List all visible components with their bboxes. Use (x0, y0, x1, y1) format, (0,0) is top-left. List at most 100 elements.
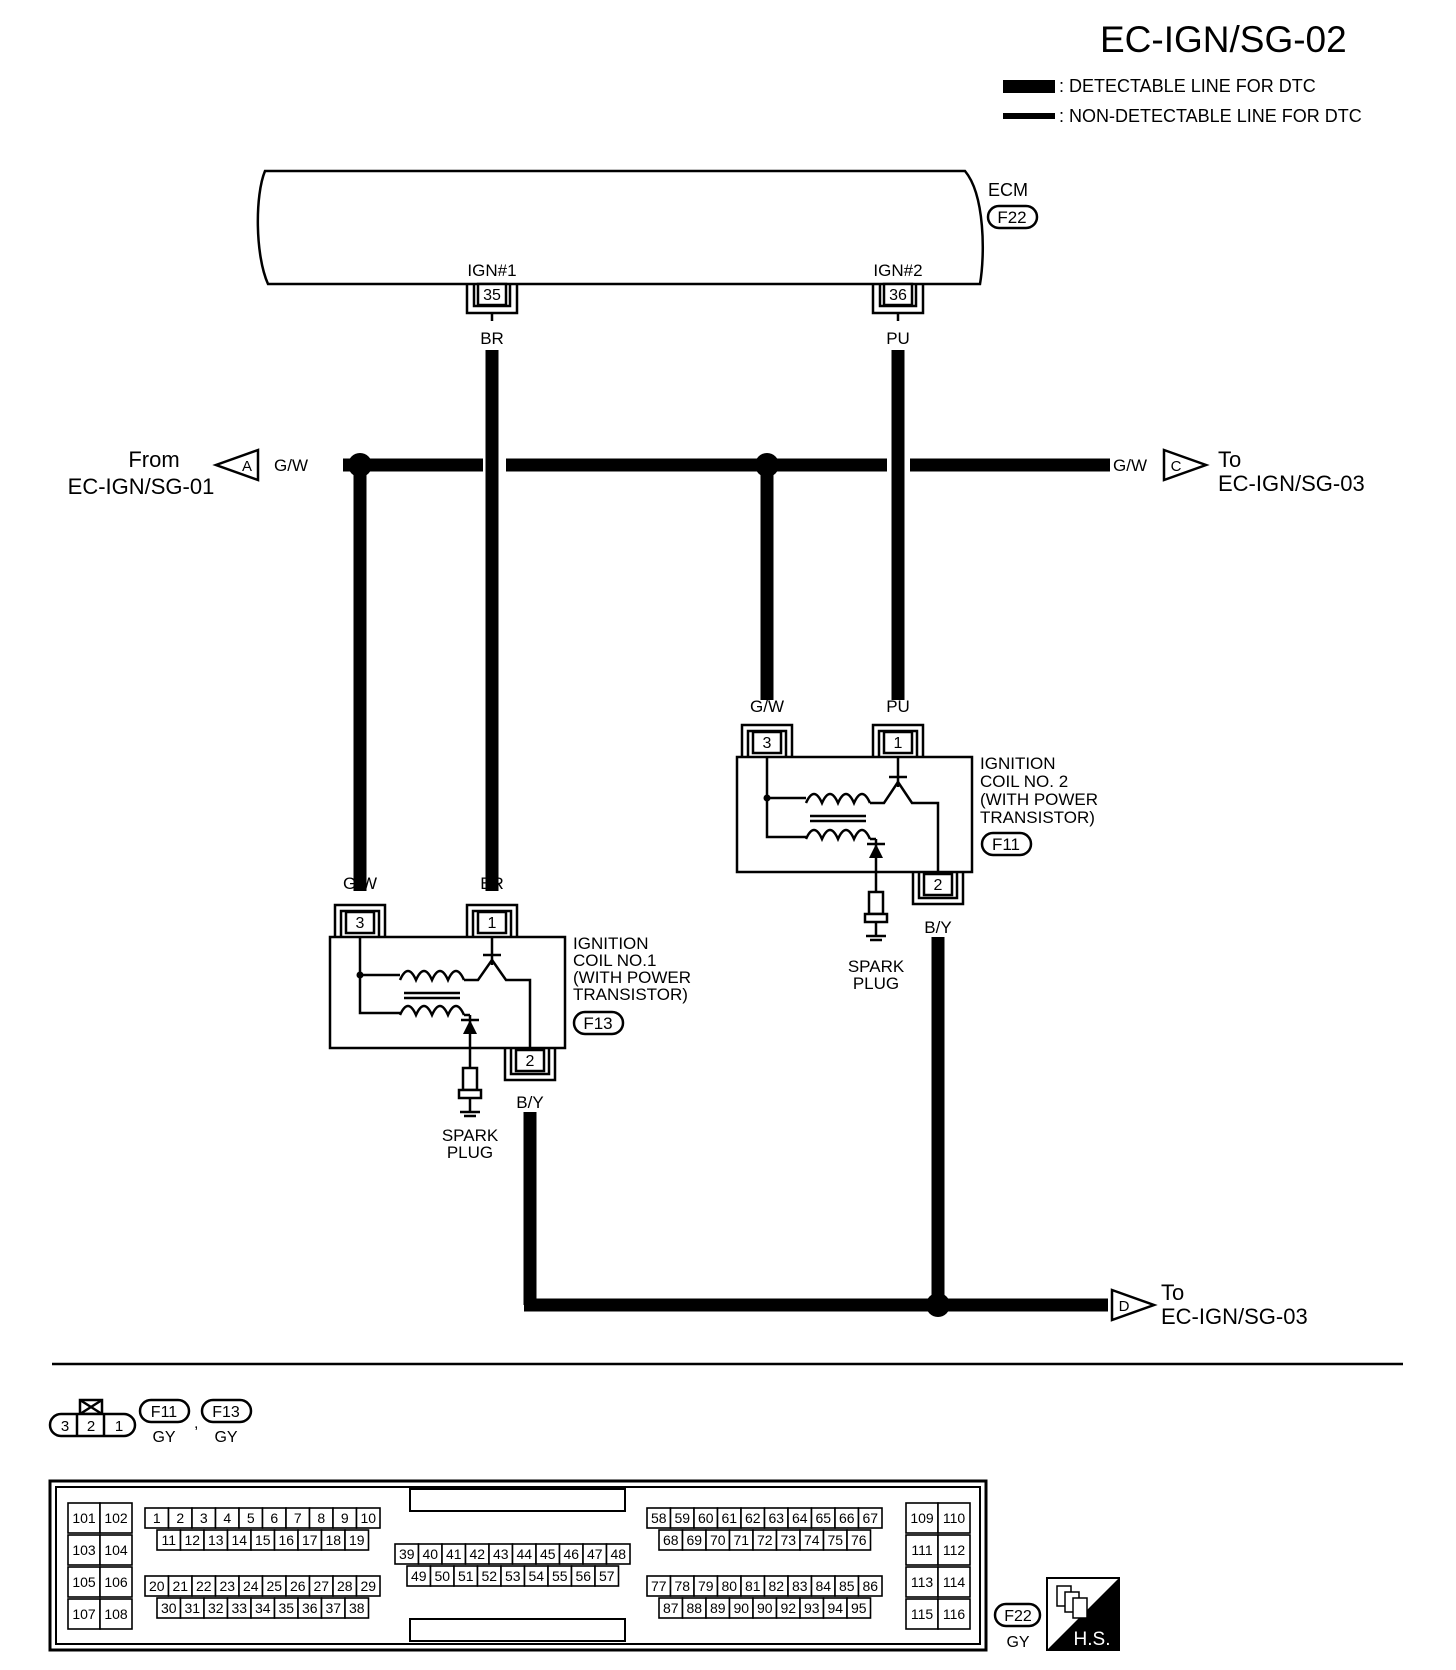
coil2-spark-2: PLUG (853, 974, 899, 993)
ignition-coil-1: 3 1 2 (328, 903, 691, 1162)
coil1-pin-1: 1 (488, 915, 497, 932)
small-conn-b-color: GY (214, 1429, 237, 1446)
ecm-pin-number: 66 (839, 1510, 855, 1526)
label-br-coil1: BR (480, 874, 504, 893)
ecm-pin-number: 61 (721, 1510, 737, 1526)
ecm-pin-number: 76 (851, 1532, 867, 1548)
ecm-pin-cell (344, 1597, 370, 1619)
ecm-pin-number: 116 (943, 1606, 966, 1622)
small-conn-a-color: GY (152, 1429, 175, 1446)
coil1-title-3: (WITH POWER (573, 968, 691, 987)
ecm-pin-number: 34 (255, 1600, 271, 1616)
coil2-title-2: COIL NO. 2 (980, 772, 1068, 791)
coil1-spark-1: SPARK (442, 1126, 499, 1145)
ecm-pin-number: 92 (780, 1600, 796, 1616)
ecm-face-color: GY (1006, 1634, 1029, 1651)
ecm-pin-cell (937, 1566, 971, 1598)
ecm-pin-number: 104 (104, 1542, 128, 1558)
ecm-pin-cell (937, 1502, 971, 1534)
ecm-pin-number: 17 (302, 1532, 318, 1548)
ecm-pin-number: 65 (815, 1510, 831, 1526)
ecm-pin-number: 80 (721, 1578, 737, 1594)
coil2-body (735, 755, 974, 874)
label-by-coil1: B/Y (516, 1093, 543, 1112)
coil2-title-1: IGNITION (980, 754, 1056, 773)
ecm-pin-number: 114 (943, 1574, 966, 1590)
ecm-pin-number: 13 (208, 1532, 224, 1548)
ecm-pin-36-connector: 36 (871, 282, 925, 315)
ecm-pin-number: 45 (540, 1546, 556, 1562)
to-bottom-to: To (1161, 1280, 1184, 1305)
ecm-pin-number: 46 (563, 1546, 579, 1562)
to-right-connector: C To EC-IGN/SG-03 (1162, 447, 1365, 496)
coil2-title-4: TRANSISTOR) (980, 808, 1095, 827)
ecm-block: ECM F22 IGN#1 IGN#2 (256, 169, 1039, 286)
coil1-title-4: TRANSISTOR) (573, 985, 688, 1004)
small-conn-sep: , (194, 1415, 198, 1432)
ecm-pin-number: 29 (360, 1578, 376, 1594)
ecm-outline (256, 169, 984, 286)
ecm-pin-number: 51 (458, 1568, 474, 1584)
ecm-pin-number: 95 (851, 1600, 867, 1616)
ecm-pin-number: 55 (552, 1568, 568, 1584)
ecm-pin-number: 87 (663, 1600, 679, 1616)
ecm-pin-number: 1 (153, 1510, 161, 1526)
ecm-pin-number: 71 (733, 1532, 749, 1548)
ecm-pin-cell (355, 1575, 381, 1597)
ecm-pin-number: 27 (313, 1578, 329, 1594)
ecm-pin-number: 31 (184, 1600, 200, 1616)
ecm-pin-number: 74 (804, 1532, 820, 1548)
ecm-pin-cell (99, 1502, 133, 1534)
ecm-pin-number: 28 (337, 1578, 353, 1594)
ecm-pin-number: 77 (651, 1578, 667, 1594)
label-by-coil2: B/Y (924, 918, 951, 937)
ecm-pin-number: 115 (911, 1606, 934, 1622)
ecm-pin-number: 93 (804, 1600, 820, 1616)
ecm-pin-number: 6 (270, 1510, 278, 1526)
ecm-pin-number: 90 (733, 1600, 749, 1616)
coil2-pin-3: 3 (763, 735, 772, 752)
ecm-pin-number: 58 (651, 1510, 667, 1526)
ecm-pin-number: 109 (910, 1510, 934, 1526)
ecm-pin-cell (846, 1597, 872, 1619)
ecm-pin-number: 102 (104, 1510, 128, 1526)
ecm-pin-number: 112 (943, 1542, 966, 1558)
ecm-pin-number: 41 (446, 1546, 462, 1562)
small-conn-b: F13 (212, 1404, 240, 1421)
coil1-connector-badge (572, 1010, 625, 1036)
ecm-pin-number: 12 (184, 1532, 200, 1548)
ecm-pin-number: 78 (674, 1578, 690, 1594)
ecm-pin-number: 89 (710, 1600, 726, 1616)
legend-thick-line (1003, 80, 1055, 93)
ecm-pin-number: 67 (862, 1510, 878, 1526)
ignition-coil-2: 3 1 2 (735, 723, 1098, 993)
ecm-pin-number: 63 (768, 1510, 784, 1526)
ecm-pin-number: 81 (745, 1578, 761, 1594)
ecm-pin-number: 22 (196, 1578, 212, 1594)
label-gw-coil2: G/W (750, 697, 784, 716)
coil1-connector: F13 (583, 1014, 612, 1033)
label-gw-coil1: G/W (343, 874, 377, 893)
ecm-pin-number: 84 (815, 1578, 831, 1594)
coil1-title-1: IGNITION (573, 934, 649, 953)
ecm-pin-number: 85 (839, 1578, 855, 1594)
ecm-pin-number: 103 (72, 1542, 96, 1558)
ecm-pin-35: 35 (483, 287, 501, 304)
ign2-label: IGN#2 (873, 261, 922, 280)
ecm-pin-number: 8 (317, 1510, 325, 1526)
ecm-pin-number: 57 (599, 1568, 615, 1584)
ign1-label: IGN#1 (467, 261, 516, 280)
label-gw-right: G/W (1113, 456, 1147, 475)
ecm-pin-number: 94 (827, 1600, 843, 1616)
ecm-pin-number: 69 (686, 1532, 702, 1548)
ecm-pin-number: 4 (223, 1510, 231, 1526)
ecm-pin-cell (846, 1529, 872, 1551)
ecm-pin-number: 38 (349, 1600, 365, 1616)
small-pin-2: 2 (87, 1418, 95, 1435)
ecm-pin-number: 19 (349, 1532, 365, 1548)
to-bottom-letter: D (1119, 1298, 1130, 1315)
ecm-pin-number: 113 (911, 1574, 934, 1590)
ecm-pin-cell (905, 1534, 939, 1566)
ecm-pin-number: 75 (827, 1532, 843, 1548)
